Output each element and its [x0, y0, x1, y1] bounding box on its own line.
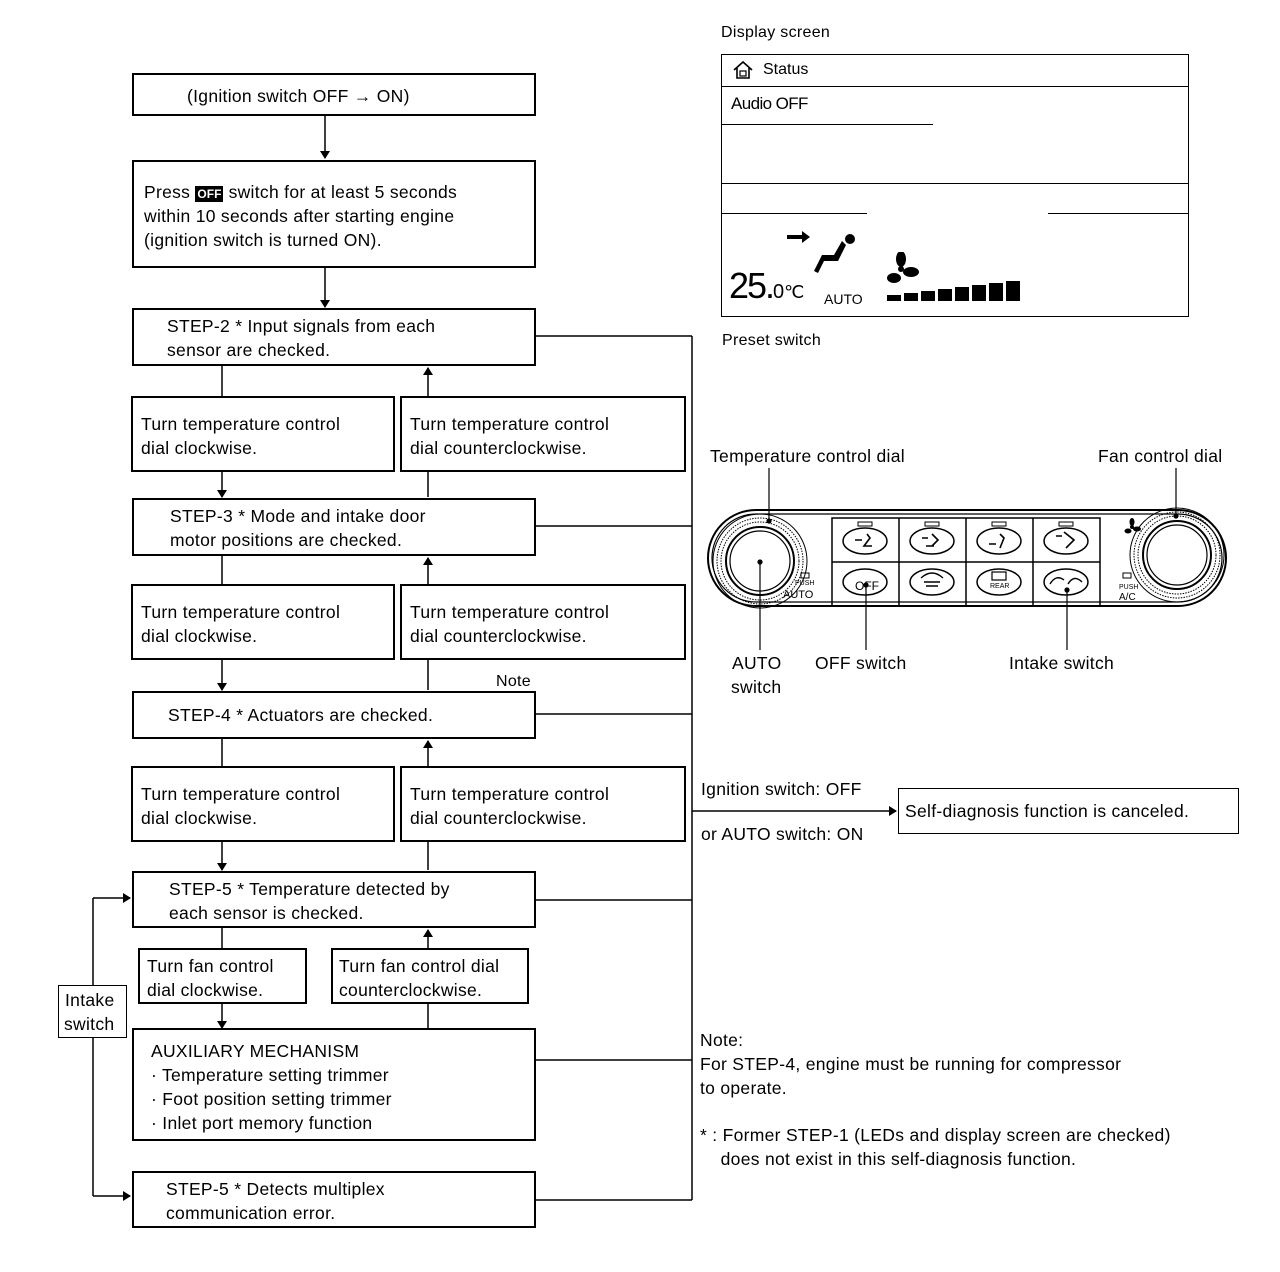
fan-ccw-line-2: counterclockwise.: [339, 980, 483, 1000]
display-screen: Status Audio OFF 25.0℃ AUTO: [721, 54, 1189, 317]
cw-line-1: Turn temperature control: [141, 784, 341, 804]
auxiliary-box: AUXILIARY MECHANISM · Temperature settin…: [132, 1028, 536, 1141]
status-text: Status: [763, 61, 809, 78]
ccw-box-2: Turn temperature control dial counterclo…: [400, 584, 686, 660]
control-panel: [707, 507, 1227, 609]
auto-button-label: AUTO: [783, 589, 814, 601]
step4-text: STEP-4 * Actuators are checked.: [168, 705, 434, 725]
ccw-box-1: Turn temperature control dial counterclo…: [400, 396, 686, 472]
start-box: (Ignition switch OFF → ON): [132, 73, 536, 116]
cancel-box: Self-diagnosis function is canceled.: [898, 788, 1239, 834]
step2-line-1: STEP-2 * Input signals from each: [167, 316, 436, 336]
vent-mode-icon: [787, 231, 855, 273]
display-screen-label: Display screen: [721, 24, 831, 41]
divider: [722, 213, 867, 214]
divider: [722, 183, 1188, 184]
ccw-line-1: Turn temperature control: [410, 784, 610, 804]
cw-line-2: dial clockwise.: [141, 808, 258, 828]
start-text: (Ignition switch OFF → ON): [187, 86, 410, 106]
intake-switch-box: Intake switch: [58, 985, 127, 1038]
press-suffix: switch for at least 5 seconds: [223, 182, 458, 202]
step3-line-2: motor positions are checked.: [170, 530, 403, 550]
step5-line-1: STEP-5 * Temperature detected by: [169, 879, 450, 899]
step5-line-2: each sensor is checked.: [169, 903, 364, 923]
intake-switch-label: Intake switch: [1009, 653, 1115, 673]
auto-switch-label-1: AUTO: [732, 653, 782, 673]
temp-unit: ℃: [784, 282, 805, 302]
aux-item: · Foot position setting trimmer: [151, 1089, 392, 1109]
fan-speed-bars: [887, 281, 1020, 301]
divider: [1048, 213, 1188, 214]
cw-line-1: Turn temperature control: [141, 414, 341, 434]
divider: [722, 124, 933, 125]
temperature-readout: 25.0℃: [729, 265, 804, 307]
preset-switch-label: Preset switch: [722, 332, 822, 349]
press-line-1: Press OFF switch for at least 5 seconds: [144, 180, 457, 206]
temp-decimal: 0: [773, 281, 785, 303]
step4-box: STEP-4 * Actuators are checked.: [132, 691, 536, 739]
fan-ccw-line-1: Turn fan control dial: [339, 956, 500, 976]
note-line: For STEP-4, engine must be running for c…: [700, 1054, 1122, 1074]
fan-cw-box: Turn fan control dial clockwise.: [138, 948, 307, 1004]
ccw-line-2: dial counterclockwise.: [410, 438, 587, 458]
step5-box: STEP-5 * Temperature detected by each se…: [132, 871, 536, 928]
cw-box-2: Turn temperature control dial clockwise.: [131, 584, 395, 660]
step5b-line-2: communication error.: [166, 1203, 336, 1223]
intake-line-1: Intake: [65, 990, 115, 1010]
cancel-text: Self-diagnosis function is canceled.: [905, 801, 1190, 821]
intake-line-2: switch: [64, 1014, 115, 1034]
fan-cw-line-2: dial clockwise.: [147, 980, 264, 1000]
step5-multiplex-box: STEP-5 * Detects multiplex communication…: [132, 1171, 536, 1228]
press-line-2: within 10 seconds after starting engine: [144, 206, 455, 226]
cw-line-2: dial clockwise.: [141, 626, 258, 646]
home-icon: [733, 60, 753, 79]
fan-icon: [887, 252, 919, 283]
fan-cw-line-1: Turn fan control: [147, 956, 274, 976]
rear-label: REAR: [990, 583, 1010, 590]
temp-value: 25.: [729, 265, 775, 306]
off-switch-label: OFF switch: [815, 653, 907, 673]
auto-indicator: AUTO: [824, 291, 863, 307]
ac-button-label: A/C: [1119, 592, 1136, 603]
ccw-line-1: Turn temperature control: [410, 602, 610, 622]
aux-title: AUXILIARY MECHANISM: [151, 1041, 360, 1061]
cancel-condition-2: or AUTO switch: ON: [701, 824, 864, 844]
press-off-box: Press OFF switch for at least 5 seconds …: [132, 160, 536, 268]
note-label: Note: [496, 673, 531, 690]
cancel-condition-1: Ignition switch: OFF: [701, 779, 862, 799]
push-label-right: PUSH: [1119, 584, 1139, 591]
note-title: Note:: [700, 1030, 744, 1050]
aux-item: · Temperature setting trimmer: [151, 1065, 389, 1085]
auto-switch-label-2: switch: [731, 677, 782, 697]
ccw-line-2: dial counterclockwise.: [410, 626, 587, 646]
ccw-line-2: dial counterclockwise.: [410, 808, 587, 828]
cw-line-2: dial clockwise.: [141, 438, 258, 458]
footnote-line: does not exist in this self-diagnosis fu…: [700, 1149, 1077, 1169]
cw-box-1: Turn temperature control dial clockwise.: [131, 396, 395, 472]
temperature-dial-label: Temperature control dial: [710, 446, 905, 466]
step3-box: STEP-3 * Mode and intake door motor posi…: [132, 498, 536, 556]
ccw-box-3: Turn temperature control dial counterclo…: [400, 766, 686, 842]
note-line: to operate.: [700, 1078, 787, 1098]
fan-dial-label: Fan control dial: [1098, 446, 1223, 466]
press-line-3: (ignition switch is turned ON).: [144, 230, 382, 250]
aux-item: · Inlet port memory function: [151, 1113, 373, 1133]
fan-ccw-box: Turn fan control dial counterclockwise.: [331, 948, 529, 1004]
press-prefix: Press: [144, 182, 196, 202]
status-row: Status: [722, 55, 1188, 87]
step3-line-1: STEP-3 * Mode and intake door: [170, 506, 426, 526]
footnote-line: * : Former STEP-1 (LEDs and display scre…: [700, 1125, 1171, 1145]
step2-box: STEP-2 * Input signals from each sensor …: [132, 308, 536, 366]
push-label-left: PUSH: [795, 580, 815, 587]
step2-line-2: sensor are checked.: [167, 340, 331, 360]
cw-box-3: Turn temperature control dial clockwise.: [131, 766, 395, 842]
step5b-line-1: STEP-5 * Detects multiplex: [166, 1179, 385, 1199]
audio-status: Audio OFF: [731, 94, 808, 113]
cw-line-1: Turn temperature control: [141, 602, 341, 622]
off-badge: OFF: [195, 186, 224, 202]
ccw-line-1: Turn temperature control: [410, 414, 610, 434]
